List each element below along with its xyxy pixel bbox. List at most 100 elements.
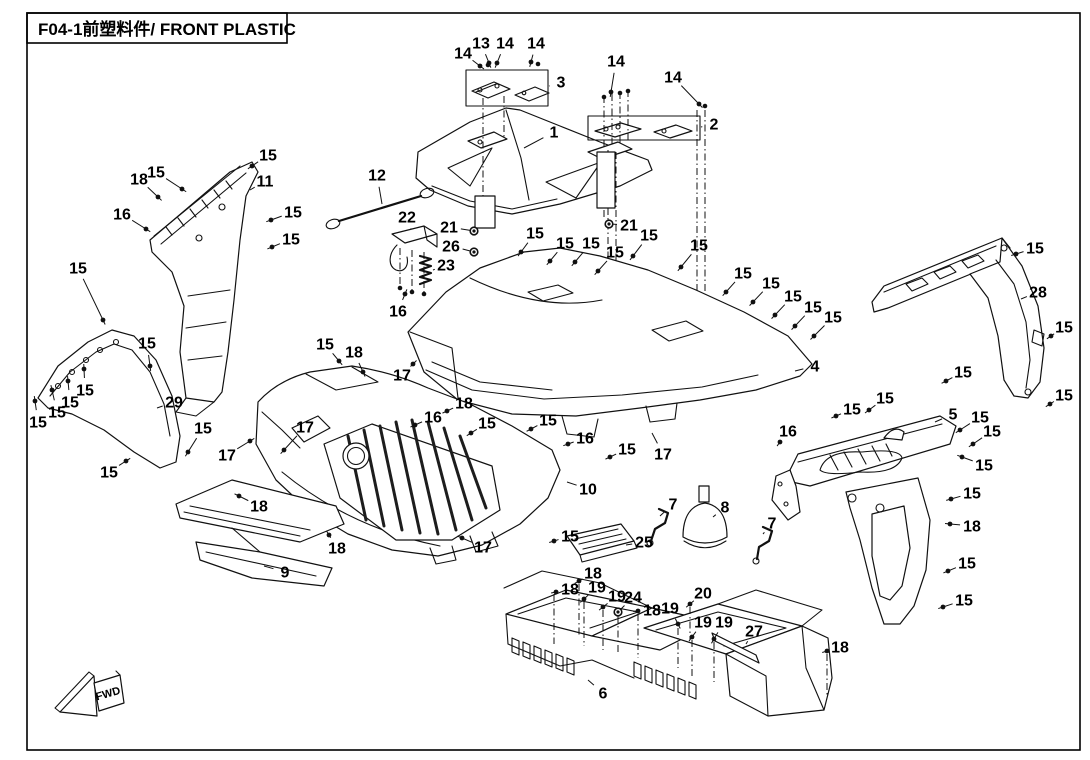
screw-tip	[488, 62, 492, 68]
callout-label: 20	[694, 586, 712, 603]
callout-20: 20	[685, 586, 712, 608]
callout-17: 17	[393, 360, 417, 385]
screw-tip	[1045, 403, 1051, 408]
callout-label: 18	[130, 172, 148, 189]
leader-line	[745, 640, 749, 645]
leader-line	[82, 278, 104, 321]
screw-tip	[771, 314, 776, 319]
callout-15: 15	[955, 410, 989, 434]
callout-15: 15	[1046, 320, 1073, 340]
screw-tip	[404, 289, 408, 295]
screw-tip	[149, 365, 152, 372]
callout-15: 15	[749, 276, 780, 306]
callout-label: 18	[561, 582, 579, 599]
screw-tip	[125, 457, 131, 462]
screw-tip	[677, 266, 682, 272]
callout-label: 15	[259, 148, 277, 165]
callout-19: 19	[711, 615, 733, 644]
callout-17: 17	[651, 432, 672, 464]
callout-label: 9	[281, 565, 290, 582]
callout-24: 24	[613, 590, 642, 617]
callout-15: 15	[629, 228, 658, 261]
callout-14: 14	[494, 36, 514, 68]
part-7-bracket-right	[752, 525, 774, 565]
callout-label: 15	[955, 593, 973, 610]
screw-tip	[574, 580, 580, 584]
callout-15: 15	[549, 529, 579, 546]
callout-18: 18	[345, 345, 366, 377]
part-23-spring	[418, 254, 433, 286]
callout-17: 17	[457, 535, 492, 557]
leader-line	[131, 219, 147, 230]
screw-tip	[685, 603, 691, 608]
leader-line	[625, 543, 633, 546]
callout-label: 16	[779, 424, 797, 441]
leader-line	[249, 186, 255, 191]
callout-15: 15	[29, 395, 47, 432]
screw-tip	[677, 623, 681, 629]
callout-17: 17	[280, 420, 314, 455]
callout-label: 15	[1055, 388, 1073, 405]
callout-15: 15	[267, 232, 300, 250]
callout-21: 21	[440, 220, 479, 237]
callout-15: 15	[1045, 388, 1073, 408]
callout-label: 18	[250, 499, 268, 516]
callout-15: 15	[677, 238, 708, 272]
callout-15: 15	[605, 442, 636, 460]
callout-18: 18	[234, 493, 268, 516]
callout-label: 26	[442, 239, 460, 256]
screw-tip	[609, 91, 612, 98]
callout-label: 15	[526, 226, 544, 243]
callout-18: 18	[130, 172, 162, 201]
callout-15: 15	[61, 375, 79, 412]
screw-tip	[267, 246, 273, 250]
callout-label: 15	[1026, 241, 1044, 258]
leader-line	[1020, 296, 1028, 300]
callout-label: 14	[454, 46, 472, 63]
callout-8: 8	[712, 500, 730, 518]
callout-label: 15	[539, 413, 557, 430]
callout-14: 14	[664, 70, 703, 108]
callout-16: 16	[113, 207, 151, 233]
callout-label: 15	[690, 238, 708, 255]
callout-label: 7	[669, 497, 678, 514]
callout-label: 15	[69, 261, 87, 278]
title-box	[26, 12, 288, 44]
screw-tip	[1011, 253, 1017, 256]
callout-16: 16	[563, 431, 594, 448]
callout-label: 15	[734, 266, 752, 283]
callout-19: 19	[598, 589, 626, 611]
callout-label: 16	[389, 304, 407, 321]
callout-23: 23	[432, 258, 455, 275]
callout-15: 15	[546, 236, 574, 266]
part-8-funnel-cover	[682, 485, 728, 549]
callout-label: 22	[398, 210, 416, 227]
callout-label: 15	[76, 383, 94, 400]
part-29-left-fender	[37, 329, 181, 469]
callout-label: 15	[556, 236, 574, 253]
callout-7: 7	[762, 516, 777, 535]
callout-15: 15	[957, 454, 993, 475]
leader-line	[378, 186, 383, 205]
callout-label: 15	[824, 310, 842, 327]
callout-label: 14	[664, 70, 682, 87]
callout-label: 18	[643, 603, 661, 620]
callout-label: 15	[606, 245, 624, 262]
screw-tip	[946, 498, 952, 501]
callout-18: 18	[442, 396, 473, 414]
brand-emblem-icon	[342, 442, 370, 470]
callout-label: 27	[745, 624, 763, 641]
callout-label: 15	[618, 442, 636, 459]
screw-tip	[494, 62, 498, 68]
callout-label: 4	[811, 359, 820, 376]
callout-label: 15	[958, 556, 976, 573]
callout-label: 7	[768, 516, 777, 533]
callout-label: 15	[282, 232, 300, 249]
callout-label: 15	[29, 415, 47, 432]
leader-line	[680, 85, 700, 105]
callout-label: 15	[61, 395, 79, 412]
callout-label: 18	[455, 396, 473, 413]
callout-15: 15	[968, 424, 1001, 448]
callout-label: 15	[804, 300, 822, 317]
callout-18: 18	[632, 603, 661, 620]
